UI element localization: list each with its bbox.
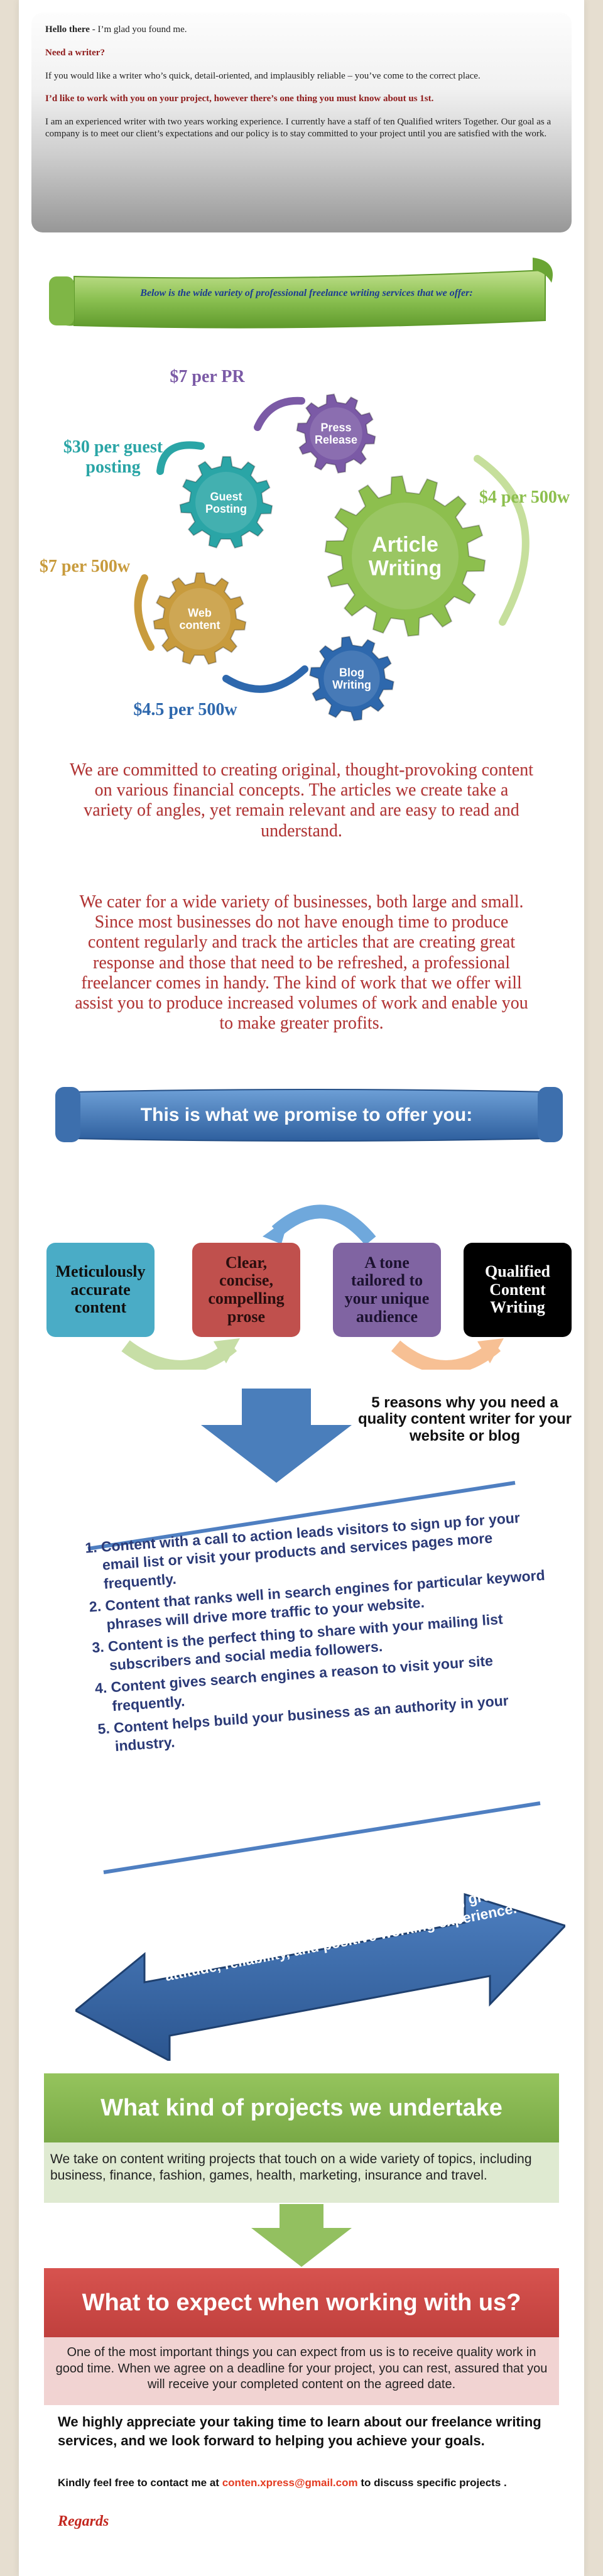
commitment-paragraph-2: We cater for a wide variety of businesse…	[75, 892, 528, 1034]
greeting-rest: - I’m glad you found me.	[89, 25, 187, 35]
gear-hub	[310, 407, 362, 460]
page: Hello there - I’m glad you found me. Nee…	[19, 0, 584, 2576]
gear-icon	[309, 635, 394, 722]
gear-icon	[179, 456, 273, 549]
thanks-text: We highly appreciate your taking time to…	[58, 2414, 541, 2448]
down-arrow-icon	[201, 1389, 352, 1483]
expect-body: One of the most important things you can…	[44, 2337, 559, 2405]
gear-label: Writing	[332, 679, 371, 691]
gear-price-label: $7 per PR	[170, 367, 245, 386]
gear-label: Writing	[369, 557, 442, 581]
expect-heading: What to expect when working with us?	[44, 2268, 559, 2337]
gear-connector-arrow	[254, 396, 305, 431]
promise-cycle-arrows	[121, 1204, 504, 1370]
gear-price-label: $7 per 500w	[40, 557, 131, 576]
gear-connector-arrow	[156, 441, 205, 475]
gear-label: Guest	[210, 490, 242, 503]
promise-banner: This is what we promise to offer you:	[49, 1081, 564, 1150]
gear-price-label: $4.5 per 500w	[133, 700, 237, 719]
gear-label: Blog	[339, 666, 364, 679]
intro-box: Hello there - I’m glad you found me. Nee…	[31, 13, 572, 232]
gear-label: Press	[320, 421, 351, 434]
gear-connector-arrow	[134, 574, 155, 651]
gear-label: Web	[188, 606, 212, 619]
green-scroll-ribbon	[49, 258, 553, 329]
promise-box-accurate: Meticulously accurate content	[46, 1243, 155, 1337]
promise-box-label: A tone tailored to your unique audience	[344, 1253, 430, 1326]
gear-label: content	[180, 619, 220, 631]
gear-hub	[352, 503, 459, 609]
contact-prefix: Kindly feel free to contact me at	[58, 2477, 222, 2489]
gear-label: Release	[315, 434, 357, 446]
reasons-list: Content with a call to action leads visi…	[82, 1507, 567, 1761]
green-down-arrow-icon	[251, 2204, 352, 2267]
gear-price-label: posting	[85, 457, 140, 477]
projects-heading: What kind of projects we undertake	[44, 2073, 559, 2142]
promise-box-concise: Clear, concise, compelling prose	[192, 1243, 300, 1337]
promise-boxes: Meticulously accurate content Clear, con…	[19, 1181, 584, 1370]
gear-hub	[195, 472, 257, 533]
reasons-heading: 5 reasons why you need a quality content…	[357, 1394, 572, 1444]
promise-box-label: Clear, concise, compelling prose	[208, 1253, 285, 1326]
promise-box-label: Meticulously accurate content	[55, 1262, 146, 1317]
promise-box-tone: A tone tailored to your unique audience	[333, 1243, 441, 1337]
intro-paragraph-1: If you would like a writer who’s quick, …	[45, 70, 481, 81]
regards-signature: Regards	[58, 2513, 109, 2530]
contact-email-link[interactable]: conten.xpress@gmail.com	[222, 2477, 358, 2489]
promise-box-qualified: Qualified Content Writing	[464, 1243, 572, 1337]
promise-banner-text: This is what we promise to offer you:	[140, 1105, 473, 1125]
gear-icon	[324, 475, 486, 637]
contact-suffix: to discuss specific projects .	[357, 2477, 507, 2489]
gear-connector-arrow	[222, 665, 308, 693]
commitment-paragraph-1: We are committed to creating original, t…	[70, 760, 533, 841]
gear-icon	[296, 393, 376, 474]
services-banner: Below is the wide variety of professiona…	[49, 258, 564, 339]
services-banner-text: Below is the wide variety of professiona…	[140, 288, 473, 298]
intro-highlight: I’d like to work with you on your projec…	[45, 94, 434, 104]
greeting: Hello there - I’m glad you found me.	[45, 24, 558, 36]
need-writer-heading: Need a writer?	[45, 47, 105, 58]
gear-price-label: $30 per guest	[63, 437, 163, 457]
blue-scroll-ribbon	[55, 1087, 563, 1142]
gear-hub	[323, 650, 380, 707]
projects-body: We take on content writing projects that…	[44, 2142, 559, 2203]
fees-double-arrow-icon	[75, 1892, 565, 2061]
gear-label: Posting	[205, 503, 247, 515]
gear-icon	[153, 572, 247, 665]
greeting-bold: Hello there	[45, 25, 90, 35]
gear-label: Article	[372, 533, 438, 557]
promise-box-label: Qualified Content Writing	[484, 1262, 550, 1317]
gear-hub	[169, 588, 231, 650]
gear-connector-arrow	[474, 455, 530, 626]
reasons-divider-lines	[87, 1481, 541, 1874]
intro-paragraph-2: I am an experienced writer with two year…	[45, 117, 551, 139]
gear-price-label: $4 per 500w	[479, 488, 570, 507]
contact-line: Kindly feel free to contact me at conten…	[58, 2477, 554, 2489]
